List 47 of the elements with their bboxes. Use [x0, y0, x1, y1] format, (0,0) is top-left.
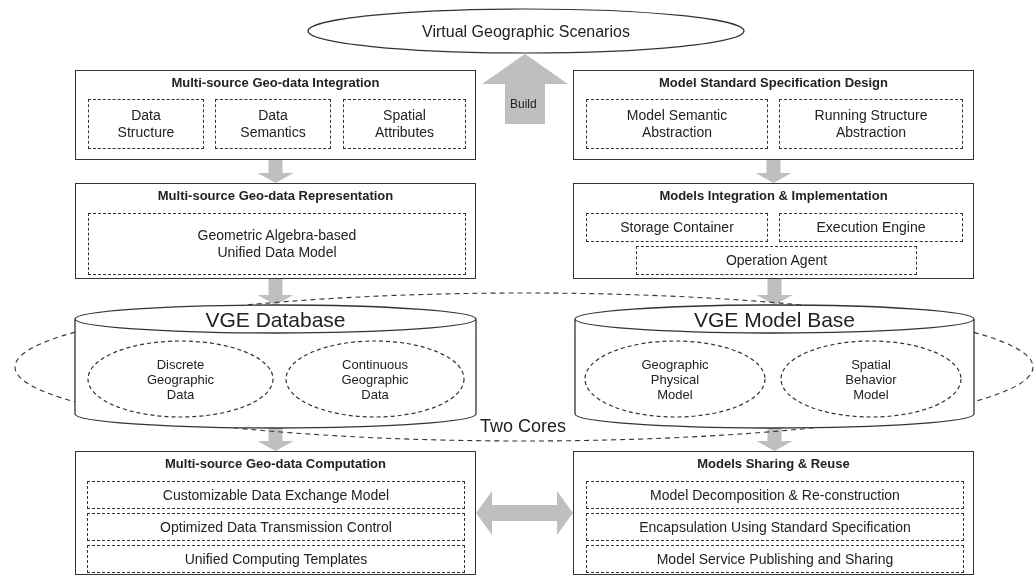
data-ellipse: Geographic Physical Model	[584, 340, 766, 418]
cylinder-title: VGE Database	[204, 308, 347, 332]
module-panel	[573, 70, 974, 160]
cylinder-title: VGE Model Base	[692, 308, 857, 332]
module-panel	[75, 451, 476, 575]
module-panel	[573, 451, 974, 575]
panel-title: Multi-source Geo-data Computation	[164, 456, 387, 472]
data-ellipse: Continuous Geographic Data	[285, 340, 465, 418]
panel-title: Multi-source Geo-data Integration	[170, 75, 381, 91]
panel-title: Multi-source Geo-data Representation	[156, 188, 395, 204]
component-box: Execution Engine	[779, 213, 963, 242]
component-box: Encapsulation Using Standard Specification	[586, 513, 964, 541]
component-box: Customizable Data Exchange Model	[87, 481, 465, 509]
data-ellipse: Spatial Behavior Model	[780, 340, 962, 418]
database-cylinder	[75, 305, 476, 428]
block-arrow	[756, 279, 793, 305]
block-arrow	[257, 428, 294, 451]
module-panel	[75, 70, 476, 160]
panel-title: Model Standard Specification Design	[658, 75, 889, 91]
component-box: Storage Container	[586, 213, 768, 242]
block-arrow	[755, 160, 792, 183]
component-box: Operation Agent	[636, 246, 917, 275]
component-box: Running Structure Abstraction	[779, 99, 963, 149]
component-box: Geometric Algebra-based Unified Data Model	[88, 213, 466, 275]
group-label: Two Cores	[480, 416, 567, 436]
block-arrow	[476, 491, 573, 535]
component-box: Optimized Data Transmission Control	[87, 513, 465, 541]
component-box: Unified Computing Templates	[87, 545, 465, 573]
edge-label: Build	[510, 97, 537, 111]
data-ellipse: Discrete Geographic Data	[87, 340, 274, 418]
panel-title: Models Integration & Implementation	[658, 188, 889, 204]
component-box: Data Semantics	[215, 99, 331, 149]
module-panel	[75, 183, 476, 279]
component-box: Model Decomposition & Re-construction	[586, 481, 964, 509]
scenario-ellipse: Virtual Geographic Scenarios	[307, 8, 745, 54]
component-box: Spatial Attributes	[343, 99, 466, 149]
block-arrow	[756, 428, 793, 451]
block-arrow	[482, 54, 568, 124]
module-panel	[573, 183, 974, 279]
dashed-group-ellipse	[14, 292, 1034, 442]
component-box: Model Semantic Abstraction	[586, 99, 768, 149]
component-box: Model Service Publishing and Sharing	[586, 545, 964, 573]
panel-title: Models Sharing & Reuse	[696, 456, 851, 472]
database-cylinder	[575, 305, 974, 428]
block-arrow	[257, 279, 294, 305]
block-arrow	[257, 160, 294, 183]
component-box: Data Structure	[88, 99, 204, 149]
